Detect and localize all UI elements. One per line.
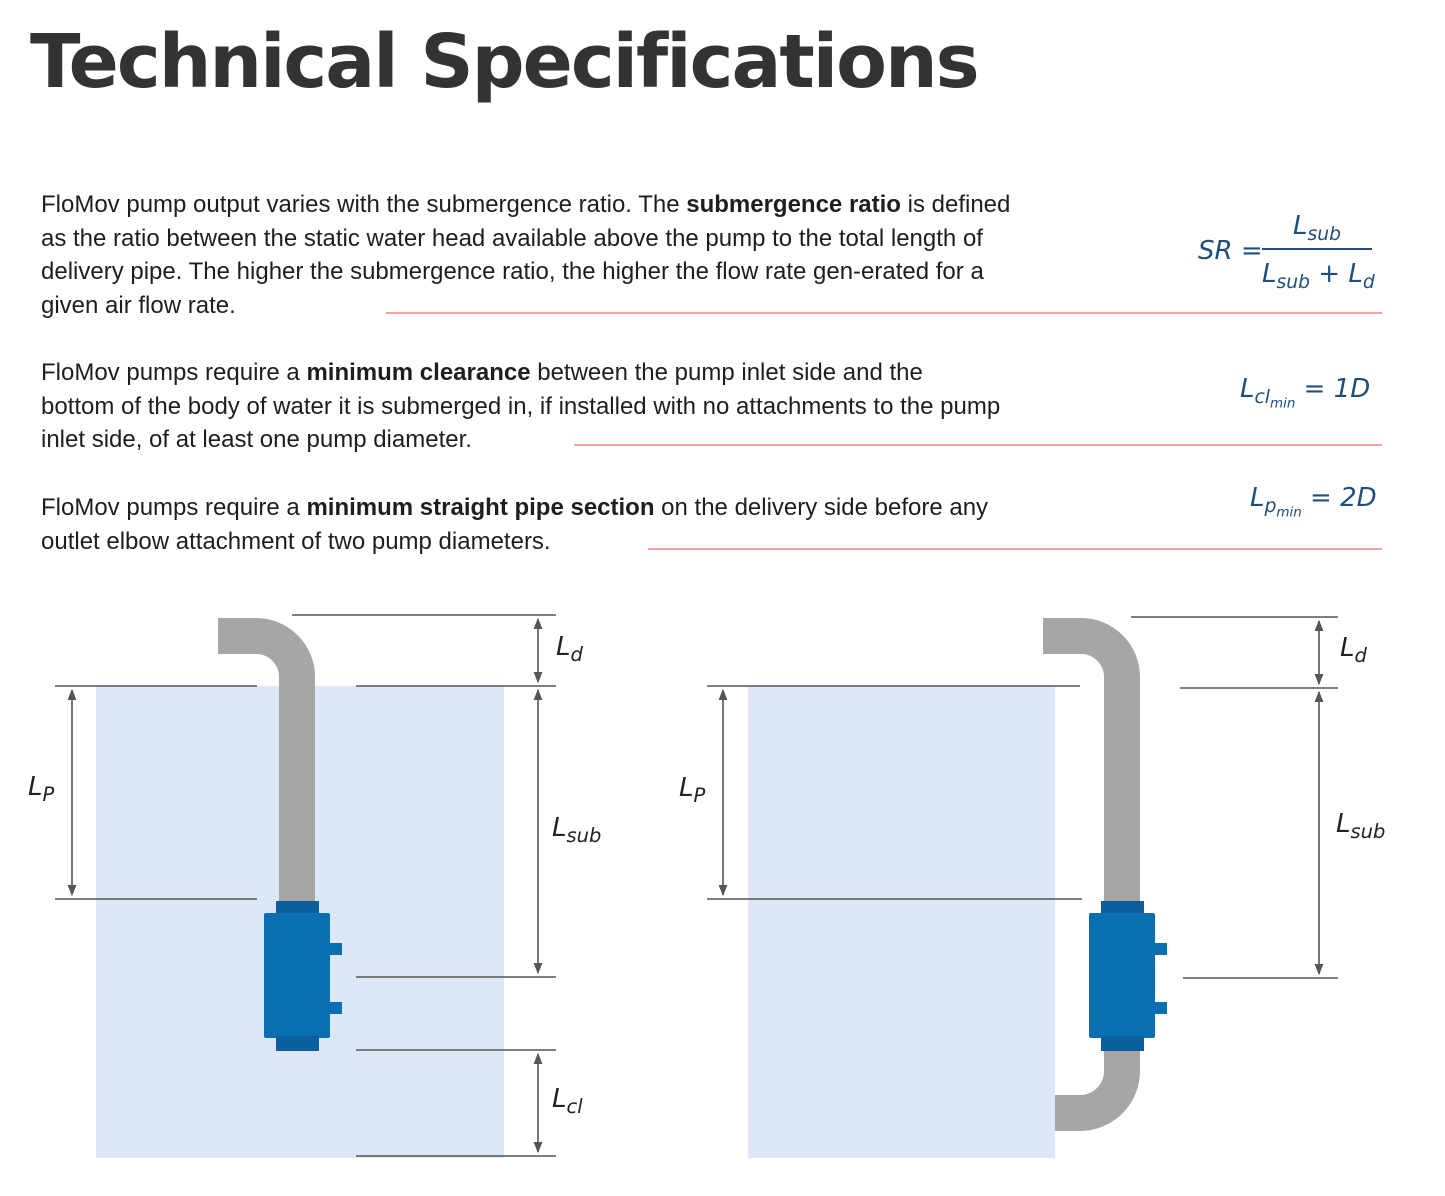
label-symbol: L: [556, 632, 571, 662]
minimum-clearance-paragraph: FloMov pumps require a minimum clearance…: [41, 356, 1001, 457]
label-symbol: L: [552, 1084, 567, 1114]
label-subscript: sub: [566, 824, 602, 848]
submergence-ratio-formula: Lsub Lsub + Ld: [1262, 206, 1375, 294]
pump-body: [1089, 901, 1167, 1051]
left-ld-label: Ld: [556, 632, 583, 666]
label-subscript: sub: [1350, 820, 1386, 844]
delivery-pipe: [218, 618, 315, 903]
label-subscript: cl: [566, 1095, 583, 1119]
label-symbol: L: [1340, 633, 1355, 663]
paragraph-text: FloMov pumps require a: [41, 494, 307, 521]
right-ld-label: Ld: [1340, 633, 1367, 667]
outlet-elbow-pipe: [1055, 1049, 1140, 1131]
label-symbol: L: [552, 813, 567, 843]
formula-symbol: L: [1250, 483, 1265, 513]
formula-subscript: cl: [1254, 387, 1270, 409]
label-subscript: d: [570, 643, 583, 667]
paragraph-text: FloMov pumps require a: [41, 359, 307, 386]
formula-subscript: sub: [1276, 272, 1310, 294]
dimension-lines: [707, 616, 1338, 979]
formula-rhs: = 2D: [1301, 483, 1377, 513]
formula-subscript: min: [1269, 395, 1296, 412]
left-installation-diagram: [55, 614, 556, 1158]
minimum-clearance-formula: Lclmin = 1D: [1240, 374, 1370, 412]
water-body: [748, 686, 1055, 1158]
right-lp-label: LP: [679, 773, 705, 807]
formula-denominator: Lsub + Ld: [1262, 254, 1375, 294]
formula-symbol: L: [1262, 259, 1277, 289]
formula-symbol: L: [1348, 259, 1363, 289]
formula-lhs: SR =: [1198, 236, 1263, 266]
formula-subscript: p: [1264, 496, 1277, 518]
dimension-lines: [55, 614, 556, 1157]
page-title: Technical Specifications: [30, 19, 980, 105]
label-subscript: d: [1354, 644, 1367, 668]
paragraph-text: on the delivery side before any outlet e…: [41, 494, 989, 555]
left-lcl-label: Lcl: [552, 1084, 583, 1118]
formula-subscript: min: [1276, 504, 1302, 521]
label-symbol: L: [679, 773, 694, 803]
label-symbol: L: [1336, 809, 1351, 839]
delivery-pipe: [1043, 618, 1140, 903]
label-subscript: P: [693, 784, 706, 808]
right-lsub-label: Lsub: [1336, 809, 1385, 843]
paragraph-bold-term: submergence ratio: [686, 191, 901, 218]
left-lsub-label: Lsub: [552, 813, 601, 847]
label-subscript: P: [42, 783, 55, 807]
label-symbol: L: [28, 772, 43, 802]
paragraph-bold-term: minimum clearance: [306, 359, 531, 386]
formula-subscript: sub: [1307, 224, 1341, 246]
fraction-bar: [1262, 248, 1372, 250]
formula-symbol: L: [1293, 211, 1308, 241]
formula-subscript: d: [1362, 272, 1375, 294]
pump-body: [264, 901, 342, 1051]
formula-symbol: L: [1240, 374, 1255, 404]
formula-rhs: = 1D: [1295, 374, 1371, 404]
divider-rule: [648, 548, 1382, 550]
paragraph-text: FloMov pump output varies with the subme…: [41, 191, 687, 218]
right-installation-diagram: [707, 616, 1338, 1158]
paragraph-text: between the pump inlet side and the bott…: [41, 359, 1001, 454]
paragraph-bold-term: minimum straight pipe section: [306, 494, 655, 521]
divider-rule: [574, 444, 1382, 446]
divider-rule: [386, 312, 1382, 314]
minimum-pipe-section-paragraph: FloMov pumps require a minimum straight …: [41, 491, 1001, 558]
paragraph-text: is defined as the ratio between the stat…: [41, 191, 1011, 320]
left-lp-label: LP: [28, 772, 54, 806]
formula-numerator: Lsub: [1262, 206, 1372, 246]
submergence-ratio-paragraph: FloMov pump output varies with the subme…: [41, 188, 1021, 323]
formula-operator: +: [1309, 259, 1349, 289]
minimum-pipe-formula: Lpmin = 2D: [1250, 483, 1377, 521]
